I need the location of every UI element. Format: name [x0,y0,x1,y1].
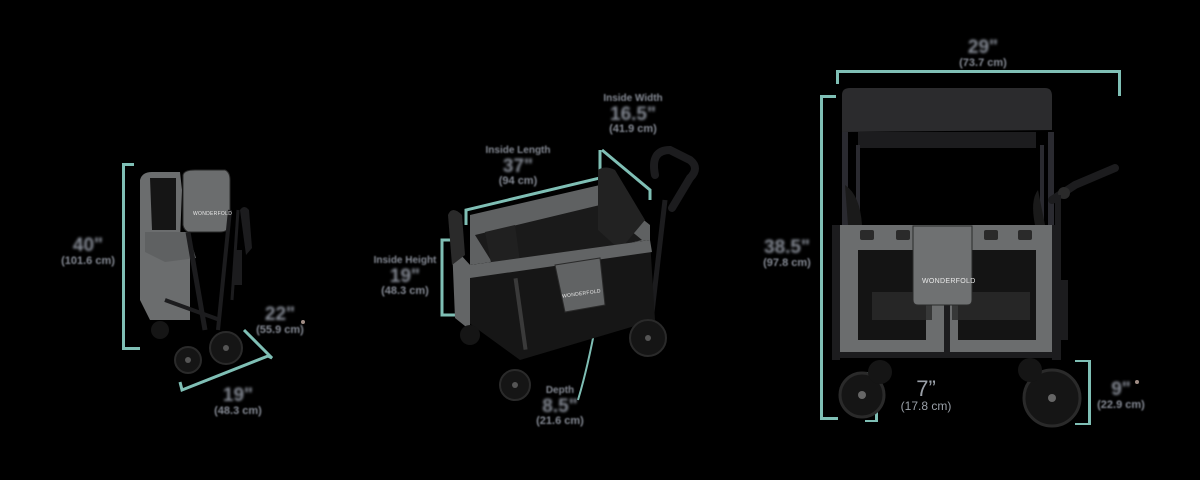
front-width-cap-left [836,70,839,84]
front-height-label: 38.5" (97.8 cm) [763,237,811,269]
folded-height-cap-bottom [122,347,140,350]
folded-width-label: 22" (55.9 cm) [256,304,304,336]
front-height-cap-bottom [820,417,838,420]
front-width-label: 29" (73.7 cm) [959,37,1007,69]
front-height-line [820,95,823,420]
rear-wheel-label: 9" (22.9 cm) [1097,379,1145,411]
inside-length-label: Inside Length 37" (94 cm) [485,145,551,188]
front-height-cap-top [820,95,836,98]
folded-height-label: 40" (101.6 cm) [61,235,115,267]
inside-width-label: Inside Width 16.5" (41.9 cm) [603,93,663,136]
depth-label: Depth 8.5" (21.6 cm) [536,385,584,428]
folded-brand-text: WONDERFOLD [193,211,233,217]
footnote-marker [1135,380,1139,384]
front-width-line [836,70,1121,73]
rear-wheel-cap-bottom [1075,423,1089,425]
front-wheel-cap-bottom [865,420,877,422]
folded-depth-label: 19" (48.3 cm) [214,385,262,417]
front-width-cap-right [1118,70,1121,96]
rear-wheel-line [1088,360,1091,425]
inside-height-label: Inside Height 19" (48.3 cm) [373,255,437,298]
front-wheel-label: 7” (17.8 cm) [900,376,952,414]
rear-wheel-cap-top [1075,360,1089,362]
folded-height-cap-top [122,163,134,166]
folded-height-line [122,163,125,350]
footnote-marker [301,320,305,324]
front-brand-text: WONDERFOLD [922,278,976,285]
